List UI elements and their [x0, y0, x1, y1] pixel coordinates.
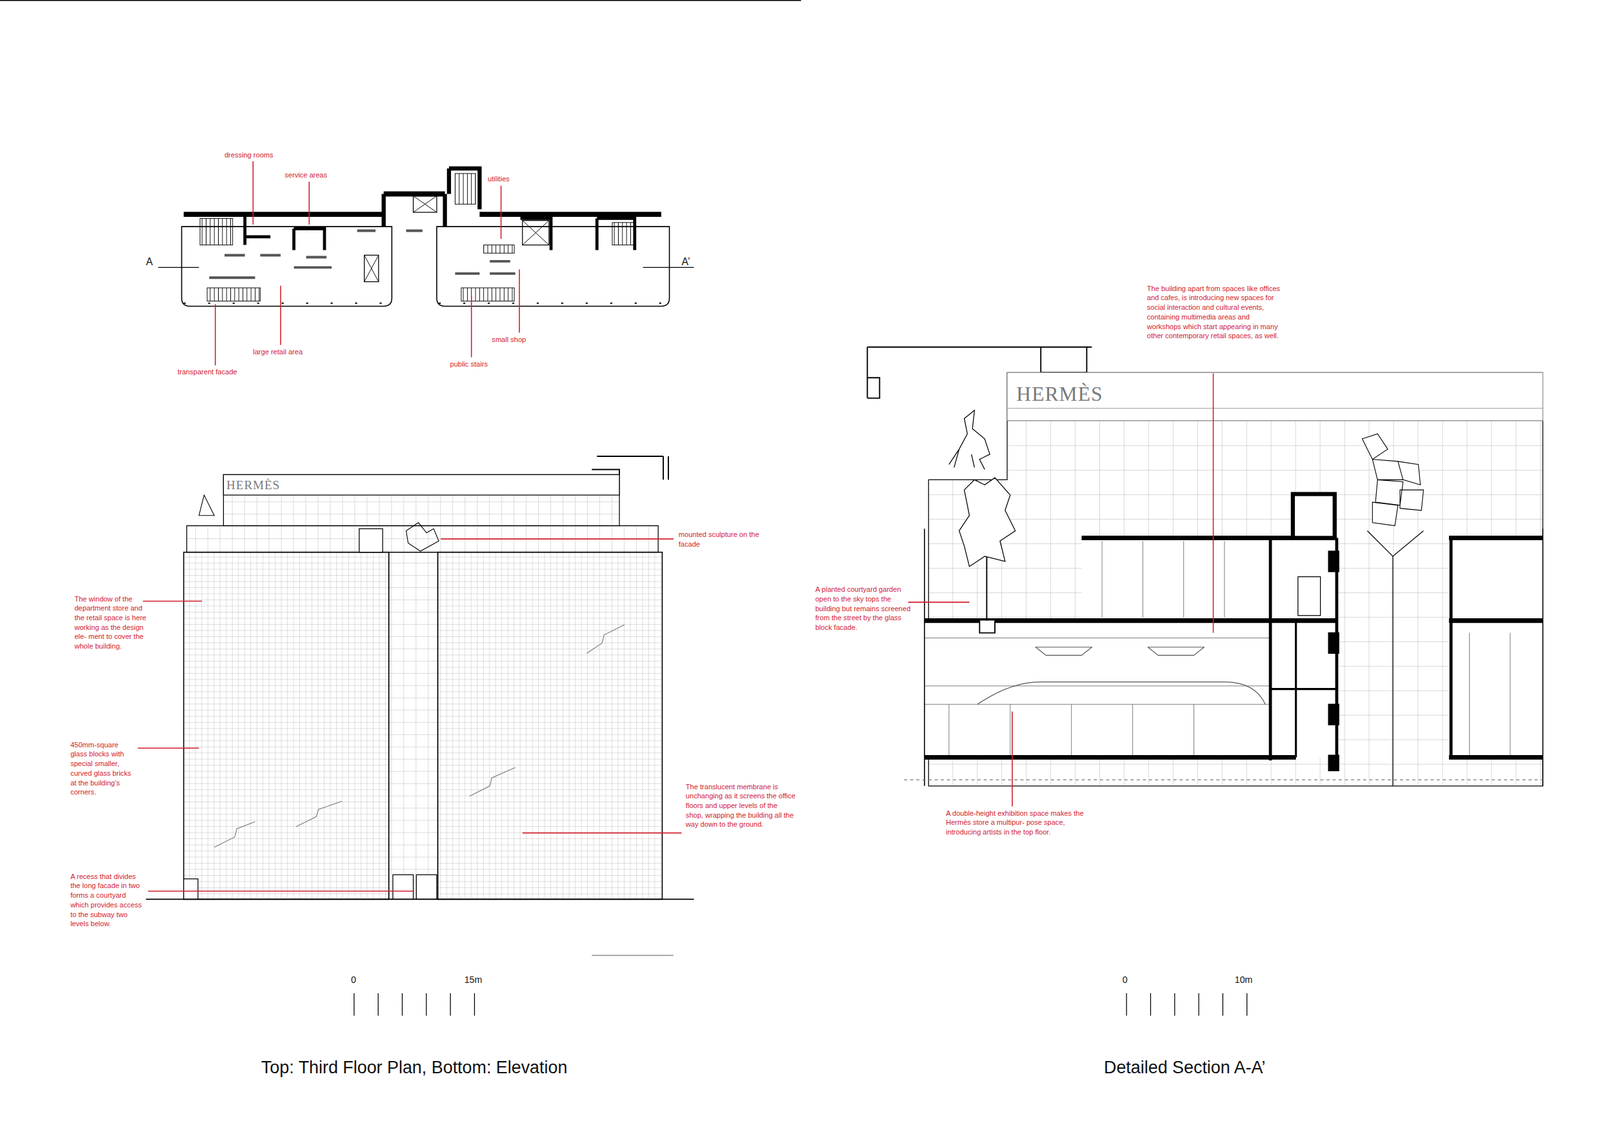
drawing-caption: Top: Third Floor Plan, Bottom: Elevation — [210, 1056, 619, 1080]
annotation: utilities — [487, 174, 510, 184]
annotation: 450mm-square glass blocks with special s… — [70, 740, 136, 797]
signage-text: HERMÈS — [226, 476, 280, 493]
elevation — [145, 456, 694, 955]
leader-lines — [215, 161, 520, 366]
scale-number: 10m — [1234, 973, 1253, 986]
annotation: dressing rooms — [224, 150, 274, 160]
annotation: public stairs — [450, 359, 488, 370]
scale-number: 0 — [350, 973, 357, 986]
drawing-caption: Detailed Section A-A’ — [1031, 1056, 1338, 1080]
annotation: A double-height exhibition space makes t… — [945, 808, 1087, 837]
annotation: A planted courtyard garden open to the s… — [815, 584, 912, 633]
annotation: The translucent membrane is unchanging a… — [685, 781, 797, 830]
annotation: mounted sculpture on the facade — [678, 529, 781, 549]
annotation: A recess that divides the long facade in… — [70, 871, 144, 929]
annotation: service areas — [284, 170, 328, 180]
floor-plan — [158, 168, 694, 307]
section — [867, 347, 1543, 786]
leader-lines — [138, 538, 682, 891]
section-marker: A — [145, 254, 153, 269]
signage-text: HERMÈS — [1016, 380, 1103, 408]
scale-bar — [354, 992, 1248, 1016]
annotation: transparent facade — [177, 367, 237, 377]
annotation: small shop — [491, 334, 526, 345]
section-marker: A’ — [681, 254, 691, 269]
scale-number: 15m — [464, 973, 483, 986]
leader-lines — [908, 373, 1214, 807]
scale-number: 0 — [1122, 973, 1128, 986]
annotation: The window of the department store and t… — [74, 594, 148, 651]
annotation: large retail area — [252, 347, 303, 357]
annotation: The building apart from spaces like offi… — [1147, 283, 1286, 341]
